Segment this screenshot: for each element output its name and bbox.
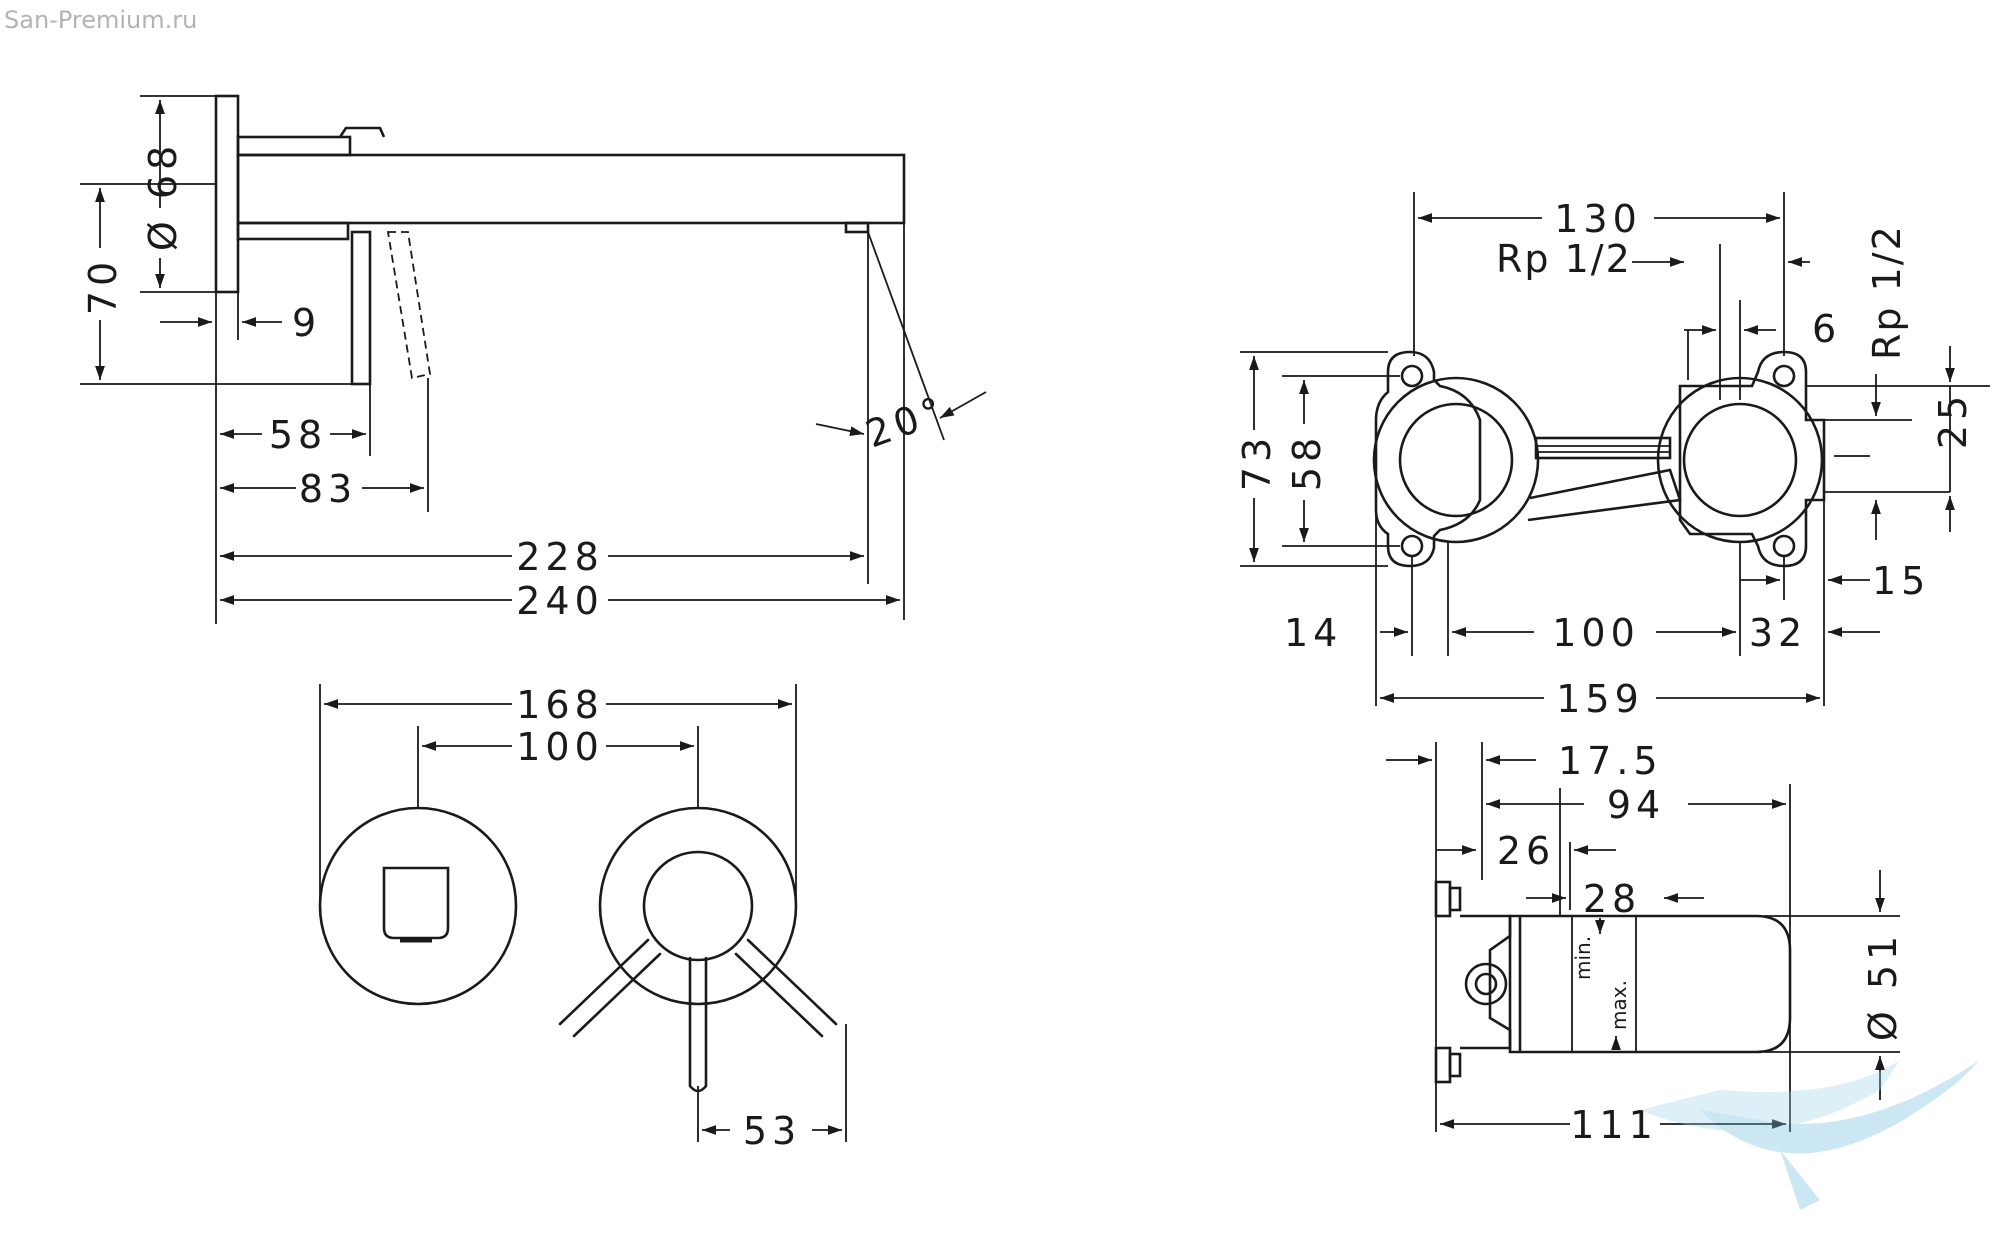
dim-body-width: 130 (1554, 197, 1642, 241)
right-inlet (1656, 376, 1824, 544)
dim-rosette-depth: 9 (292, 301, 321, 345)
dim-lever-width: 53 (743, 1109, 801, 1153)
dim-body-height: 73 (1235, 433, 1279, 491)
spout-rosette (318, 806, 518, 1006)
dim-left-margin: 14 (1284, 611, 1342, 655)
lever-center (688, 956, 708, 1088)
left-inlet (1372, 376, 1540, 544)
dim-right-part: 32 (1749, 611, 1807, 655)
dim-mount-offset: 17.5 (1558, 739, 1663, 783)
right-mounting-plate (1678, 350, 1826, 568)
rosette-plate (214, 94, 240, 294)
lever-left (558, 938, 662, 1038)
dim-front-width: 168 (516, 683, 604, 727)
side-view: Ø 68 70 9 58 83 228 240 20° (80, 94, 987, 624)
watermark-logo (1640, 1060, 1980, 1210)
lever-tilted (386, 231, 432, 380)
lever-vertical (350, 230, 372, 386)
mixer-rosette (598, 806, 798, 1006)
spout (236, 153, 906, 225)
dim-front-center-distance: 100 (516, 725, 604, 769)
dim-right-height: 25 (1931, 391, 1975, 449)
dim-spout-length: 240 (516, 579, 604, 623)
dim-body-length: 94 (1607, 783, 1665, 827)
dim-right-edge: 15 (1872, 559, 1930, 603)
dim-plate-width: 26 (1497, 829, 1555, 873)
dim-body-total-length: 111 (1570, 1103, 1658, 1147)
thread-right-label: Rp 1/2 (1865, 224, 1909, 360)
max-depth-label: max. (1607, 980, 1631, 1030)
dim-jet-angle: 20° (860, 387, 952, 457)
min-depth-label: min. (1571, 936, 1595, 980)
body-top-view: 130 Rp 1/2 6 Rp 1/2 73 58 25 15 14 (1235, 192, 1990, 721)
dim-body-center-distance: 100 (1552, 611, 1640, 655)
dim-body-diameter: Ø 51 (1861, 931, 1905, 1041)
watermark-text: San-Premium.ru (4, 6, 197, 34)
dim-center-height: 70 (81, 257, 125, 315)
front-view: 168 100 53 (318, 683, 847, 1153)
mixer-housing (1508, 914, 1792, 1054)
thread-left-label: Rp 1/2 (1496, 237, 1632, 281)
lever-right (734, 938, 838, 1038)
dim-rosette-diameter: Ø 68 (141, 141, 185, 251)
dim-body-total-width: 159 (1556, 677, 1644, 721)
mount-bracket-bottom (1434, 1046, 1452, 1084)
mount-bracket-top (1434, 880, 1452, 918)
body-side-view: min. max. 17.5 94 26 28 Ø 51 1 (1386, 739, 1905, 1147)
connection-bar (1534, 436, 1672, 460)
dim-hole-spacing: 58 (1285, 433, 1329, 491)
dim-lever-position: 58 (269, 413, 327, 457)
dim-lever-tilt: 83 (299, 467, 357, 511)
dim-offset: 6 (1812, 307, 1841, 351)
dim-install-zone: 28 (1583, 877, 1641, 921)
dim-spout-outlet: 228 (516, 535, 604, 579)
